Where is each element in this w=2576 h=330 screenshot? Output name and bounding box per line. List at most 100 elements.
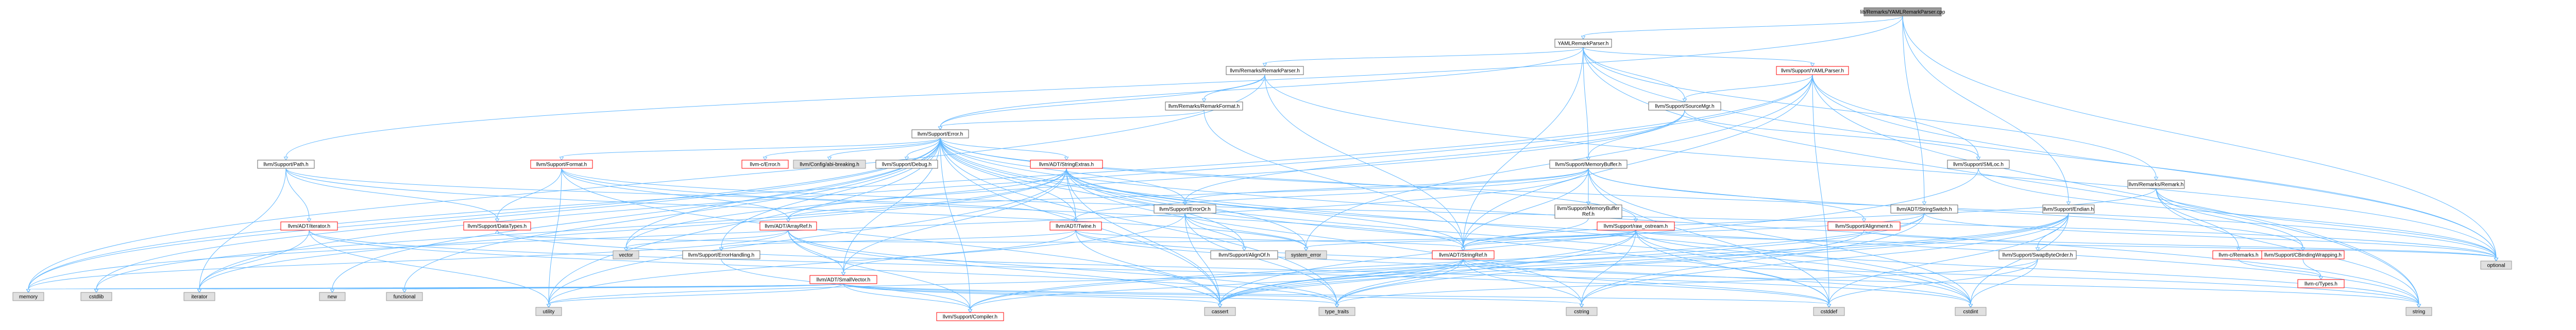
edge-rparser-to-optional <box>1264 74 2499 262</box>
node-utility: utility <box>535 307 562 316</box>
node-label-alignof: llvm/Support/AlignOf.h <box>1218 253 1270 258</box>
node-stringextras[interactable]: llvm/ADT/StringExtras.h <box>1030 160 1103 169</box>
node-compiler[interactable]: llvm/Support/Compiler.h <box>936 312 1004 321</box>
node-yamlparser[interactable]: llvm/Support/YAMLParser.h <box>1776 66 1849 75</box>
edge-root-to-yamlrp <box>1581 15 1903 40</box>
node-typetraits: type_traits <box>1318 307 1355 316</box>
edge-smloc-to-cassert <box>1217 168 1979 308</box>
node-label-format: llvm/Support/Format.h <box>536 162 587 168</box>
node-label-systemerror: system_error <box>1291 253 1321 258</box>
node-endian[interactable]: llvm/Support/Endian.h <box>2042 204 2095 214</box>
node-format[interactable]: llvm/Support/Format.h <box>530 160 593 169</box>
node-label-vector: vector <box>619 253 633 258</box>
node-remark[interactable]: llvm/Remarks/Remark.h <box>2127 180 2185 189</box>
node-yamlrp[interactable]: YAMLRemarkParser.h <box>1554 39 1612 48</box>
node-alignment[interactable]: llvm/Support/Alignment.h <box>1827 221 1901 231</box>
edge-stringref-to-cassert <box>1217 258 1464 308</box>
node-alignof[interactable]: llvm/Support/AlignOf.h <box>1210 250 1278 259</box>
edge-iterator-to-iter <box>197 230 310 293</box>
edge-error-to-stringextras <box>940 137 1069 161</box>
node-label-cstdint: cstdint <box>1963 309 1978 315</box>
edge-remark-to-cbinding <box>2156 188 2306 251</box>
node-cstring: cstring <box>1566 307 1598 316</box>
edge-rawostream-to-systemerror <box>1303 230 1636 251</box>
node-label-membufref: llvm/Support/MemoryBuffer <box>1557 206 1620 212</box>
edge-smallvector-to-typetraits <box>843 283 1340 308</box>
node-cstddef: cstddef <box>1813 307 1845 316</box>
node-stringref[interactable]: llvm/ADT/StringRef.h <box>1432 250 1495 259</box>
node-smloc[interactable]: llvm/Support/SMLoc.h <box>1947 160 2010 169</box>
node-cerror[interactable]: llvm-c/Error.h <box>741 160 789 169</box>
edge-error-to-string <box>940 137 2421 308</box>
edge-path-to-iterator <box>285 168 312 222</box>
node-rparser[interactable]: llvm/Remarks/RemarkParser.h <box>1226 66 1304 75</box>
node-label-root: lib/Remarks/YAMLRemarkParser.cpp <box>1860 10 1945 15</box>
node-label-cstddef: cstddef <box>1821 309 1837 315</box>
node-label-path: llvm/Support/Path.h <box>263 162 308 168</box>
node-stringswitch[interactable]: llvm/ADT/StringSwitch.h <box>1890 204 1958 214</box>
node-errorh[interactable]: llvm/Support/ErrorOr.h <box>1154 204 1216 214</box>
node-arrayref[interactable]: llvm/ADT/ArrayRef.h <box>759 221 817 231</box>
node-membuf[interactable]: llvm/Support/MemoryBuffer.h <box>1549 160 1628 169</box>
node-label-cassert: cassert <box>1212 309 1228 315</box>
edge-iterator-to-cstddef <box>309 230 1832 308</box>
edge-root-to-stringswitch <box>1902 15 1927 205</box>
node-errhandling[interactable]: llvm/Support/ErrorHandling.h <box>682 250 760 259</box>
node-sourcemgr[interactable]: llvm/Support/SourceMgr.h <box>1648 101 1721 111</box>
node-cstdlib: cstdlib <box>80 292 112 301</box>
edge-remark-to-stringref <box>1461 188 2157 251</box>
node-ctypes[interactable]: llvm-c/Types.h <box>2297 279 2345 288</box>
node-label-debug: llvm/Support/Debug.h <box>882 162 931 168</box>
edge-datatypes-to-cstdint <box>497 230 1973 308</box>
node-label-error: llvm/Support/Error.h <box>918 132 963 137</box>
edge-yamlrp-to-error <box>938 47 1584 130</box>
node-datatypes[interactable]: llvm/Support/DataTypes.h <box>463 221 531 231</box>
node-optional: optional <box>2480 260 2512 270</box>
node-cstdint: cstdint <box>1955 307 1987 316</box>
edge-error-to-cerror <box>762 137 941 161</box>
edge-stringref-to-string <box>1463 258 2421 308</box>
edge-membuf-to-alignment <box>1588 168 1867 222</box>
node-debug[interactable]: llvm/Support/Debug.h <box>875 160 938 169</box>
edge-format-to-datatypes <box>495 168 562 222</box>
node-label-errhandling: llvm/Support/ErrorHandling.h <box>688 253 754 258</box>
edge-error-to-format <box>559 137 941 161</box>
edge-path-to-datatypes <box>285 168 500 222</box>
node-vector: vector <box>613 250 639 259</box>
node-error[interactable]: llvm/Support/Error.h <box>911 129 969 138</box>
node-systemerror: system_error <box>1285 250 1327 259</box>
node-twine[interactable]: llvm/ADT/Twine.h <box>1049 221 1102 231</box>
edge-errorh-to-alignof <box>1184 213 1247 251</box>
edge-arrayref-to-compiler <box>788 230 973 313</box>
node-label-membuf: llvm/Support/MemoryBuffer.h <box>1555 162 1622 168</box>
node-label-cstring: cstring <box>1574 309 1589 315</box>
node-smallvector[interactable]: llvm/ADT/SmallVector.h <box>809 275 877 284</box>
edge-sourcemgr-to-membuf <box>1586 110 1685 161</box>
edge-stringextras-to-stringref <box>1066 168 1466 251</box>
edge-rparser-to-rformat <box>1201 74 1265 102</box>
edge-error-to-errorh <box>940 137 1188 205</box>
edge-yamlrp-to-rparser <box>1262 47 1584 67</box>
node-label-rformat: llvm/Remarks/RemarkFormat.h <box>1168 104 1240 110</box>
edge-root-to-endian <box>1902 15 2071 205</box>
edge-stringref-to-typetraits <box>1334 258 1464 308</box>
edge-sourcemgr-to-smloc <box>1684 110 1981 161</box>
edge-error-to-debug <box>904 137 941 161</box>
node-swapbyte[interactable]: llvm/Support/SwapByteOrder.h <box>1998 250 2077 259</box>
node-rawostream[interactable]: llvm/Support/raw_ostream.h <box>1597 221 1675 231</box>
node-memory: memory <box>12 292 44 301</box>
edge-root-to-optional <box>1902 15 2499 262</box>
edge-root-to-path <box>283 15 1903 161</box>
node-cbinding[interactable]: llvm/Support/CBindingWrapping.h <box>2261 250 2345 259</box>
node-label-iter: iterator <box>191 294 208 300</box>
node-cremarks[interactable]: llvm-c/Remarks.h <box>2212 250 2265 259</box>
node-iterator[interactable]: llvm/ADT/iterator.h <box>280 221 338 231</box>
node-functional: functional <box>386 292 423 301</box>
node-rformat[interactable]: llvm/Remarks/RemarkFormat.h <box>1165 101 1243 111</box>
node-path[interactable]: llvm/Support/Path.h <box>257 160 315 169</box>
edge-smallvector-to-new <box>330 283 844 293</box>
node-root[interactable]: lib/Remarks/YAMLRemarkParser.cpp <box>1860 7 1945 16</box>
node-label-rparser: llvm/Remarks/RemarkParser.h <box>1230 68 1300 74</box>
